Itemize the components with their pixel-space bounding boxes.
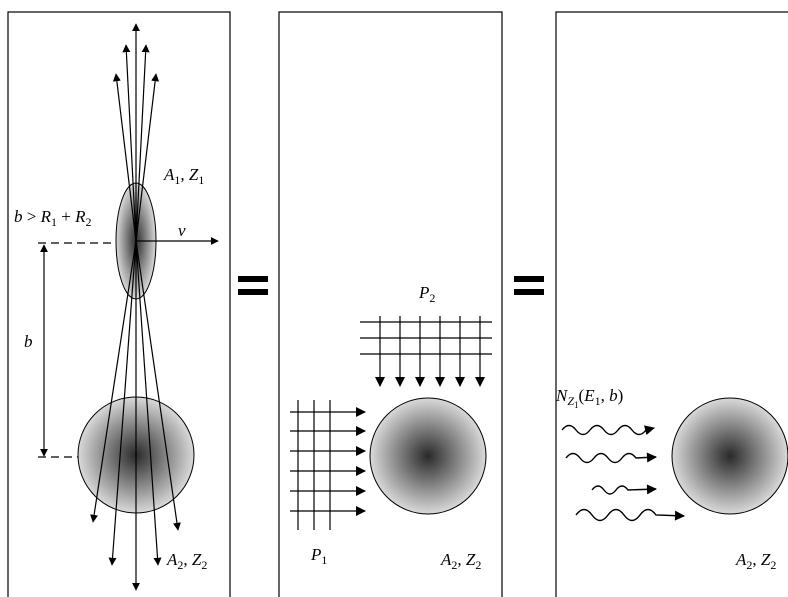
projectile-label: A1, Z1 (163, 165, 204, 187)
target-label: A2, Z2 (440, 550, 481, 572)
photon-wave-icon (565, 452, 657, 464)
field-arrow (135, 73, 160, 242)
target-nucleus (671, 397, 788, 515)
equals-bar (514, 289, 544, 295)
photon-wave-icon (561, 424, 655, 436)
field-grid-left (290, 400, 366, 530)
panel-3-frame (555, 11, 788, 597)
panel-2-frame (278, 11, 503, 597)
field-top-label: P2 (418, 283, 435, 305)
panel-3: NZ1(E1, b) A2, Z2 (555, 11, 788, 597)
impact-condition-label: b > R1 + R2 (14, 207, 91, 229)
field-arrow (112, 73, 137, 242)
photon-waves (561, 424, 685, 522)
target-label: A2, Z2 (735, 550, 776, 572)
photon-wave-icon (591, 484, 657, 495)
photon-wave-icon (575, 508, 685, 522)
field-arrow (122, 44, 137, 242)
field-arrow (108, 240, 137, 566)
projectile-field-lines (112, 23, 160, 242)
field-arrow (135, 240, 181, 531)
equals-sign-1 (238, 276, 268, 295)
field-arrow (90, 240, 137, 523)
photon-flux-label: NZ1(E1, b) (555, 386, 623, 410)
velocity-label: v (178, 221, 186, 240)
equals-bar (238, 276, 268, 282)
equals-bar (238, 289, 268, 295)
field-grid-top (360, 316, 492, 387)
panel-1-frame (7, 11, 231, 597)
target-field-lines (90, 240, 181, 591)
equals-sign-2 (514, 276, 544, 295)
panel-1: v b A1, Z1 b > R1 + R2 A2, Z2 (7, 11, 231, 597)
impact-parameter-label: b (24, 332, 33, 351)
panel-2: P2 P1 A2, Z2 (278, 11, 503, 597)
field-left-label: P1 (310, 545, 327, 567)
field-arrow (135, 240, 162, 566)
target-nucleus (369, 397, 487, 515)
target-label: A2, Z2 (166, 550, 207, 572)
field-arrow (135, 44, 150, 242)
equals-bar (514, 276, 544, 282)
